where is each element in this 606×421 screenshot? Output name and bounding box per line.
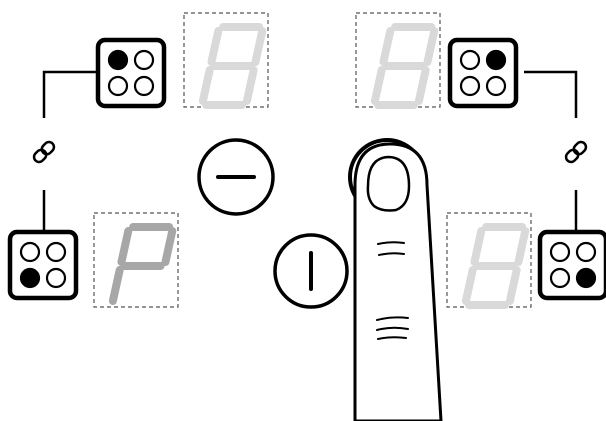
segment-c (419, 70, 426, 101)
zone-selector-bottom-left-icon[interactable] (10, 232, 76, 298)
zone-dot-top-right (577, 243, 595, 261)
segment-e (466, 270, 473, 301)
zone-dot-bottom-left (109, 77, 127, 95)
power-button[interactable] (275, 235, 347, 307)
zone-dot-top-left (461, 51, 479, 69)
zone-dot-bottom-right (47, 269, 65, 287)
zone-dot-top-left (551, 243, 569, 261)
zone-dot-top-right (47, 243, 65, 261)
zone-selector-bottom-right-icon[interactable] (540, 232, 606, 298)
zone-selector-top-left-icon[interactable] (98, 40, 164, 106)
minus-button[interactable] (199, 140, 273, 214)
link-icon-left (32, 140, 56, 164)
segment-f (211, 31, 218, 62)
segment-b (427, 31, 434, 62)
zone-dot-top-right (135, 51, 153, 69)
power-level-display-bottom-right (447, 213, 531, 307)
zone-dot-bottom-right-active (577, 269, 595, 287)
power-level-display-top-right (356, 13, 440, 107)
finger-illustration (355, 144, 441, 421)
segment-f (121, 231, 128, 262)
segment-c (247, 70, 254, 101)
zone-dot-bottom-right (487, 77, 505, 95)
zone-dot-bottom-left-active (21, 269, 39, 287)
segment-b (255, 31, 262, 62)
segment-f (383, 31, 390, 62)
link-icon-right (564, 140, 588, 164)
segment-e (203, 70, 210, 101)
zone-dot-top-left-active (109, 51, 127, 69)
segment-f (474, 231, 481, 262)
zone-dot-bottom-left (551, 269, 569, 287)
zone-dot-top-right-active (487, 51, 505, 69)
segment-c (510, 270, 517, 301)
zone-selector-top-right-icon[interactable] (450, 40, 516, 106)
zone-dot-top-left (21, 243, 39, 261)
power-level-display-bottom-left (94, 213, 178, 307)
zone-dot-bottom-left (461, 77, 479, 95)
segment-e (375, 70, 382, 101)
power-level-display-top-left (184, 13, 268, 107)
segment-b (518, 231, 525, 262)
segment-e (113, 270, 120, 301)
segment-b (165, 231, 172, 262)
zone-dot-bottom-right (135, 77, 153, 95)
